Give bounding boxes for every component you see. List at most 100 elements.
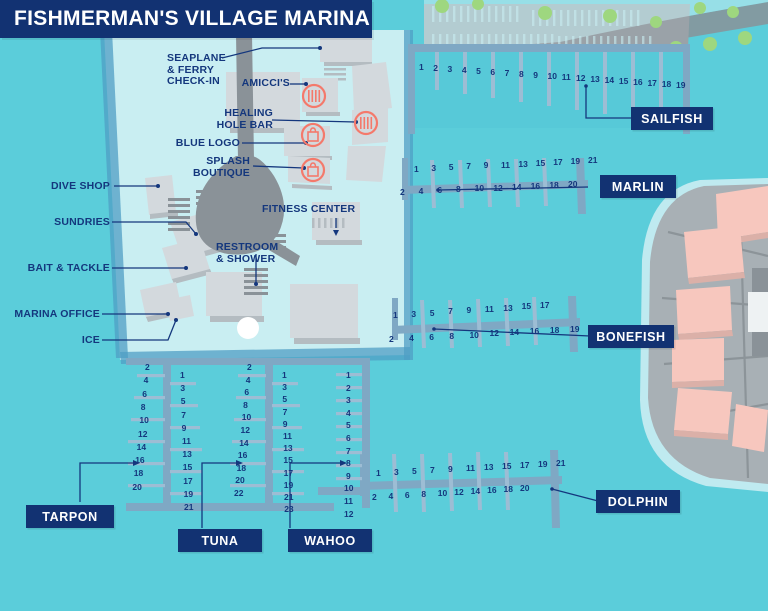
- slip-tarpon-12: 12: [138, 428, 148, 439]
- slip-tuna-10: 10: [241, 412, 252, 423]
- slip-tarpon-19: 19: [183, 488, 194, 499]
- slip-dolphin-11: 11: [466, 463, 475, 473]
- dock-label-wahoo[interactable]: WAHOO: [288, 529, 372, 552]
- slip-tuna-3: 3: [282, 382, 287, 393]
- slip-tarpon-5: 5: [180, 396, 186, 407]
- slip-marlin-16: 16: [530, 180, 541, 191]
- slip-bonefish-12: 12: [489, 328, 500, 339]
- slip-marlin-5: 5: [448, 162, 454, 173]
- slip-wahoo-1: 1: [346, 370, 351, 380]
- dock-label-dolphin[interactable]: DOLPHIN: [596, 490, 680, 513]
- slip-tarpon-15: 15: [182, 462, 193, 473]
- slip-wahoo-11: 11: [344, 496, 353, 506]
- slip-dolphin-4: 4: [388, 491, 394, 501]
- slip-tuna-8: 8: [243, 399, 248, 410]
- slip-wahoo-9: 9: [346, 470, 351, 481]
- slip-sailfish-9: 9: [533, 70, 538, 80]
- slip-bonefish-11: 11: [484, 303, 494, 314]
- label-dive-shop: DIVE SHOP: [51, 180, 110, 192]
- dock-label-sailfish[interactable]: SAILFISH: [631, 107, 713, 130]
- slip-tuna-4: 4: [245, 374, 251, 385]
- slip-marlin-9: 9: [483, 160, 489, 171]
- slip-tuna-2: 2: [247, 362, 252, 372]
- slip-tuna-21: 21: [284, 492, 294, 502]
- slip-dolphin-6: 6: [404, 490, 410, 500]
- slip-sailfish-4: 4: [461, 65, 467, 75]
- label-bait-tackle: BAIT & TACKLE: [27, 262, 110, 274]
- slip-sailfish-5: 5: [476, 66, 481, 76]
- slip-sailfish-2: 2: [433, 63, 438, 73]
- slip-dolphin-9: 9: [448, 464, 453, 474]
- dock-label-tarpon[interactable]: TARPON: [26, 505, 114, 528]
- slip-wahoo-8: 8: [346, 458, 351, 469]
- slip-tarpon-17: 17: [183, 475, 193, 486]
- slip-tuna-23: 23: [284, 504, 294, 515]
- slip-bonefish-17: 17: [540, 300, 550, 310]
- slip-wahoo-5: 5: [346, 420, 351, 431]
- label-ice: ICE: [81, 334, 100, 346]
- slip-tarpon-9: 9: [181, 422, 187, 433]
- slip-dolphin-1: 1: [376, 468, 381, 478]
- slip-sailfish-14: 14: [604, 75, 615, 85]
- slip-marlin-18: 18: [549, 179, 559, 190]
- slip-bonefish-5: 5: [429, 307, 435, 318]
- slip-tuna-1: 1: [282, 370, 287, 380]
- slip-bonefish-15: 15: [521, 301, 532, 312]
- shopping-bag-icon-blue-logo: [300, 122, 326, 148]
- label-seaplane-ferry-checkin: SEAPLANE & FERRY CHECK-IN: [167, 52, 226, 88]
- page-title-text: FISHMERMAN'S VILLAGE MARINA: [14, 7, 371, 30]
- slip-marlin-10: 10: [474, 183, 485, 194]
- slip-bonefish-6: 6: [429, 331, 434, 342]
- splash-line2: BOUTIQUE: [192, 166, 250, 179]
- slip-marlin-3: 3: [431, 163, 437, 174]
- slip-sailfish-3: 3: [447, 64, 453, 74]
- slip-bonefish-14: 14: [509, 327, 520, 338]
- slip-tarpon-2: 2: [145, 362, 150, 372]
- seaplane-line2: & FERRY: [167, 63, 215, 76]
- slip-bonefish-13: 13: [503, 302, 513, 313]
- slip-sailfish-10: 10: [547, 71, 557, 81]
- slip-tarpon-18: 18: [133, 468, 144, 479]
- dock-label-tuna[interactable]: TUNA: [178, 529, 262, 552]
- slip-bonefish-1: 1: [393, 310, 398, 320]
- dock-tarpon: [79, 358, 266, 511]
- slip-tarpon-6: 6: [142, 388, 147, 399]
- slip-tuna-11: 11: [283, 431, 292, 441]
- tree-icons: [435, 0, 752, 55]
- slip-tuna-13: 13: [283, 443, 293, 454]
- island-buildings: [672, 186, 768, 452]
- slip-marlin-11: 11: [501, 159, 510, 170]
- dock-marlin: [402, 158, 589, 214]
- slip-dolphin-20: 20: [520, 483, 530, 493]
- slip-tarpon-21: 21: [184, 502, 194, 512]
- dock-label-marlin[interactable]: MARLIN: [600, 175, 676, 198]
- slip-marlin-12: 12: [493, 182, 503, 193]
- poi-leader-lines: [102, 47, 357, 341]
- slip-tarpon-13: 13: [182, 449, 192, 460]
- slip-tarpon-3: 3: [180, 383, 186, 394]
- slip-tuna-18: 18: [236, 462, 247, 473]
- slip-bonefish-16: 16: [529, 326, 540, 337]
- slip-bonefish-10: 10: [469, 329, 479, 340]
- dock-sailfish: [408, 44, 690, 134]
- slip-marlin-8: 8: [456, 184, 461, 195]
- slip-bonefish-2: 2: [389, 334, 394, 344]
- slip-bonefish-7: 7: [448, 306, 453, 317]
- slip-wahoo-10: 10: [344, 483, 354, 494]
- slip-bonefish-19: 19: [570, 324, 580, 334]
- slip-marlin-14: 14: [512, 181, 522, 192]
- dock-label-bonefish[interactable]: BONEFISH: [588, 325, 674, 348]
- amenity-icons: [300, 83, 379, 183]
- slip-wahoo-4: 4: [346, 407, 351, 418]
- slip-sailfish-12: 12: [576, 73, 586, 83]
- label-restroom-shower: RESTROOM & SHOWER: [216, 241, 278, 265]
- slip-sailfish-17: 17: [647, 78, 657, 88]
- slip-tarpon-11: 11: [182, 436, 191, 446]
- slip-marlin-6: 6: [437, 185, 443, 196]
- slip-marlin-7: 7: [466, 161, 471, 172]
- seaplane-line3: CHECK-IN: [167, 75, 220, 87]
- slip-tarpon-1: 1: [180, 370, 185, 380]
- slip-dolphin-16: 16: [487, 485, 497, 495]
- restaurant-icon-amiccis: [301, 83, 327, 109]
- slip-dolphin-13: 13: [484, 462, 494, 472]
